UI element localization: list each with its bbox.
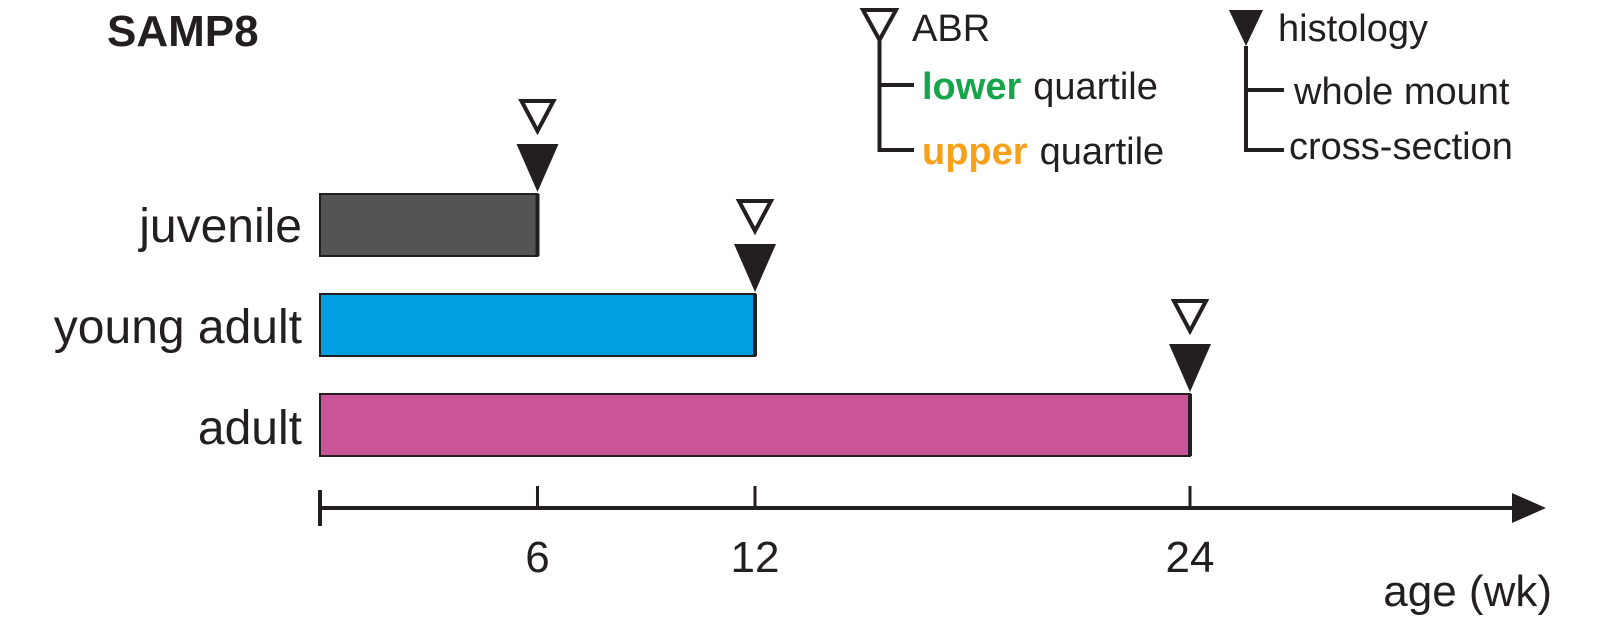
legend-cross-section: cross-section bbox=[1289, 126, 1513, 168]
figure-title: SAMP8 bbox=[107, 7, 259, 56]
bar-juvenile bbox=[319, 193, 539, 257]
legend-abr-bracket bbox=[877, 40, 914, 152]
legend-histology-label: histology bbox=[1278, 8, 1428, 50]
group-label-juvenile: juvenile bbox=[137, 200, 302, 253]
legend-lower-word: lower bbox=[922, 66, 1021, 108]
histology-marker-adult bbox=[1169, 344, 1211, 392]
bars-group bbox=[319, 193, 1192, 457]
histology-marker-young-adult bbox=[734, 244, 776, 292]
group-label-young-adult: young adult bbox=[54, 301, 302, 354]
x-tick-label-6: 6 bbox=[525, 533, 549, 582]
x-tick-label-24: 24 bbox=[1166, 533, 1215, 582]
bar-young-adult bbox=[319, 293, 756, 357]
x-axis-arrowhead bbox=[1512, 493, 1546, 523]
legend-lower-quartile: lower quartile bbox=[922, 66, 1158, 108]
x-tick-label-12: 12 bbox=[731, 533, 780, 582]
filled-triangle-icon bbox=[1229, 10, 1263, 46]
legend-upper-quartile: upper quartile bbox=[922, 131, 1164, 173]
legend-histology: histology whole mount cross-section bbox=[1229, 8, 1513, 168]
markers-group bbox=[516, 99, 1211, 392]
legend-lower-rest: quartile bbox=[1033, 66, 1158, 108]
x-axis-ticks: 6 12 24 bbox=[525, 486, 1214, 582]
group-label-adult: adult bbox=[198, 402, 302, 455]
bar-adult bbox=[319, 393, 1191, 457]
open-triangle-icon bbox=[859, 8, 900, 45]
legend-whole-mount: whole mount bbox=[1293, 71, 1510, 113]
legend-histology-bracket bbox=[1244, 46, 1284, 152]
abr-marker-young-adult bbox=[735, 199, 775, 236]
histology-marker-juvenile bbox=[516, 144, 559, 192]
abr-marker-juvenile bbox=[518, 99, 557, 136]
legend-upper-rest: quartile bbox=[1040, 131, 1165, 173]
x-axis-title: age (wk) bbox=[1383, 567, 1552, 616]
x-axis bbox=[318, 490, 1546, 526]
legend-upper-word: upper bbox=[922, 131, 1028, 173]
abr-marker-adult bbox=[1170, 299, 1210, 336]
legend-abr-label: ABR bbox=[912, 8, 990, 50]
